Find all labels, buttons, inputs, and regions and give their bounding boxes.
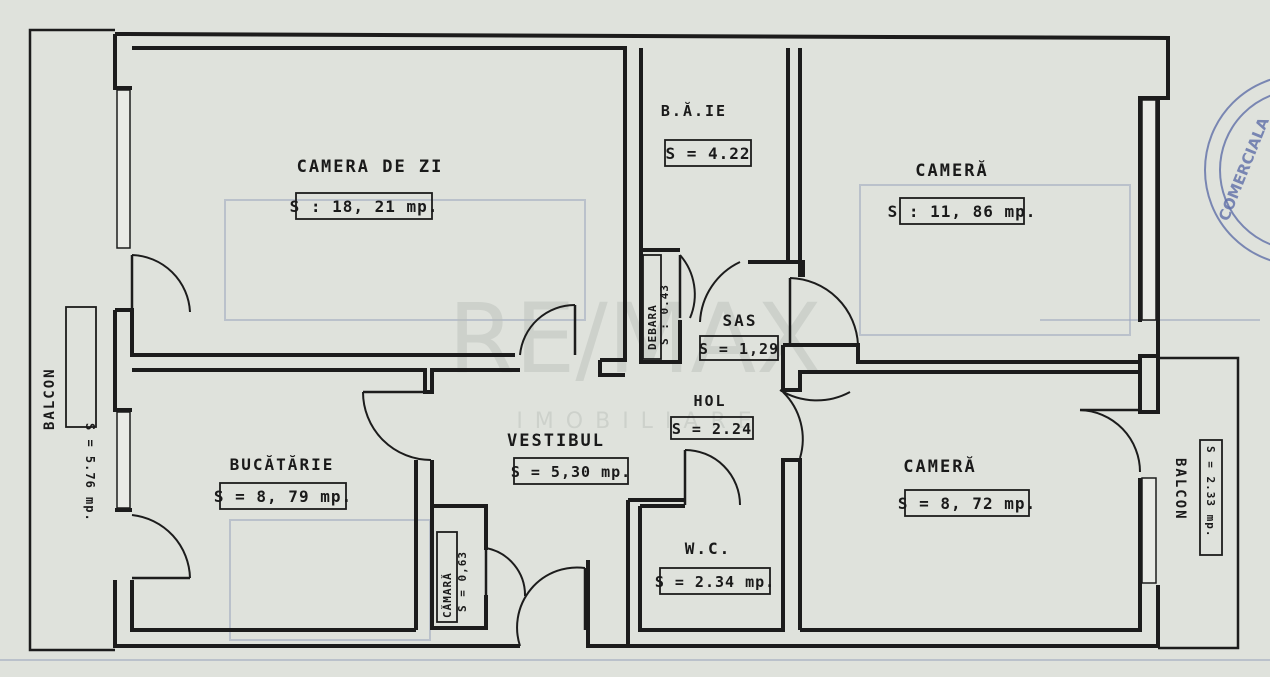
room-name-hol: HOL [693, 392, 726, 410]
balcony-right-name: BALCON [1172, 458, 1188, 521]
room-name-sas: SAS [723, 311, 758, 330]
balcony-right-area-box [1199, 439, 1223, 556]
stamp-text: COMERCIALA [1215, 115, 1270, 224]
balcony-left-area-box [65, 306, 97, 428]
window-room2 [1141, 477, 1157, 584]
room-area-vestibul: S = 5,30 mp. [511, 463, 631, 481]
room-name-closet: DEBARA [646, 304, 659, 350]
area-boxes [219, 139, 1030, 623]
room-name-vestibul: VESTIBUL [507, 431, 605, 451]
doors [130, 254, 1141, 647]
windows [116, 89, 1157, 584]
watermark-subtitle: IMOBILIARE [516, 409, 763, 434]
room-area-room1: S : 11, 86 mp. [888, 202, 1037, 221]
watermark: RE/MAX IMOBILIARE [448, 283, 822, 434]
window-living [116, 89, 131, 249]
room-area-sas: S = 1,29 [699, 340, 779, 358]
room-area-bath: S = 4.22 [665, 144, 750, 163]
room-area-closet: S : 0.43 [658, 284, 671, 345]
room-area-kitchen: S = 8, 79 mp. [214, 487, 352, 506]
balcony-left [28, 28, 115, 652]
room-name-living: CAMERA DE ZI [297, 157, 444, 177]
room-area-room2: S = 8, 72 mp. [898, 494, 1036, 513]
room-name-room2: CAMERĂ [903, 455, 976, 477]
exterior-walls [113, 32, 1170, 648]
room-area-living: S : 18, 21 mp. [290, 197, 439, 216]
room-name-pantry: CĂMARĂ [441, 572, 454, 618]
interior-walls [132, 48, 1140, 646]
room-area-wc: S = 2.34 mp. [655, 573, 775, 591]
room-name-bath: B.Ă.IE [661, 101, 727, 120]
window-room1 [1141, 99, 1157, 321]
room-name-kitchen: BUCĂTĂRIE [230, 455, 335, 474]
watermark-logo: RE/MAX [448, 283, 822, 395]
room-labels: CAMERA DE ZI S : 18, 21 mp. B.Ă.IE S = 4… [42, 101, 1217, 618]
window-kitchen [116, 411, 131, 509]
room-area-pantry: S = 0,63 [456, 551, 469, 612]
room-name-wc: W.C. [685, 539, 732, 558]
room-area-hol: S = 2.24 [672, 420, 752, 438]
balcony-left-name: BALCON [42, 367, 58, 430]
room-name-room1: CAMERĂ [915, 159, 988, 181]
stamp: COMERCIALA [1204, 78, 1270, 262]
balcony-left-area: S = 5.76 mp. [83, 423, 97, 522]
balcony-right [1158, 356, 1240, 650]
balcony-right-area: S = 2.33 mp. [1204, 446, 1217, 537]
